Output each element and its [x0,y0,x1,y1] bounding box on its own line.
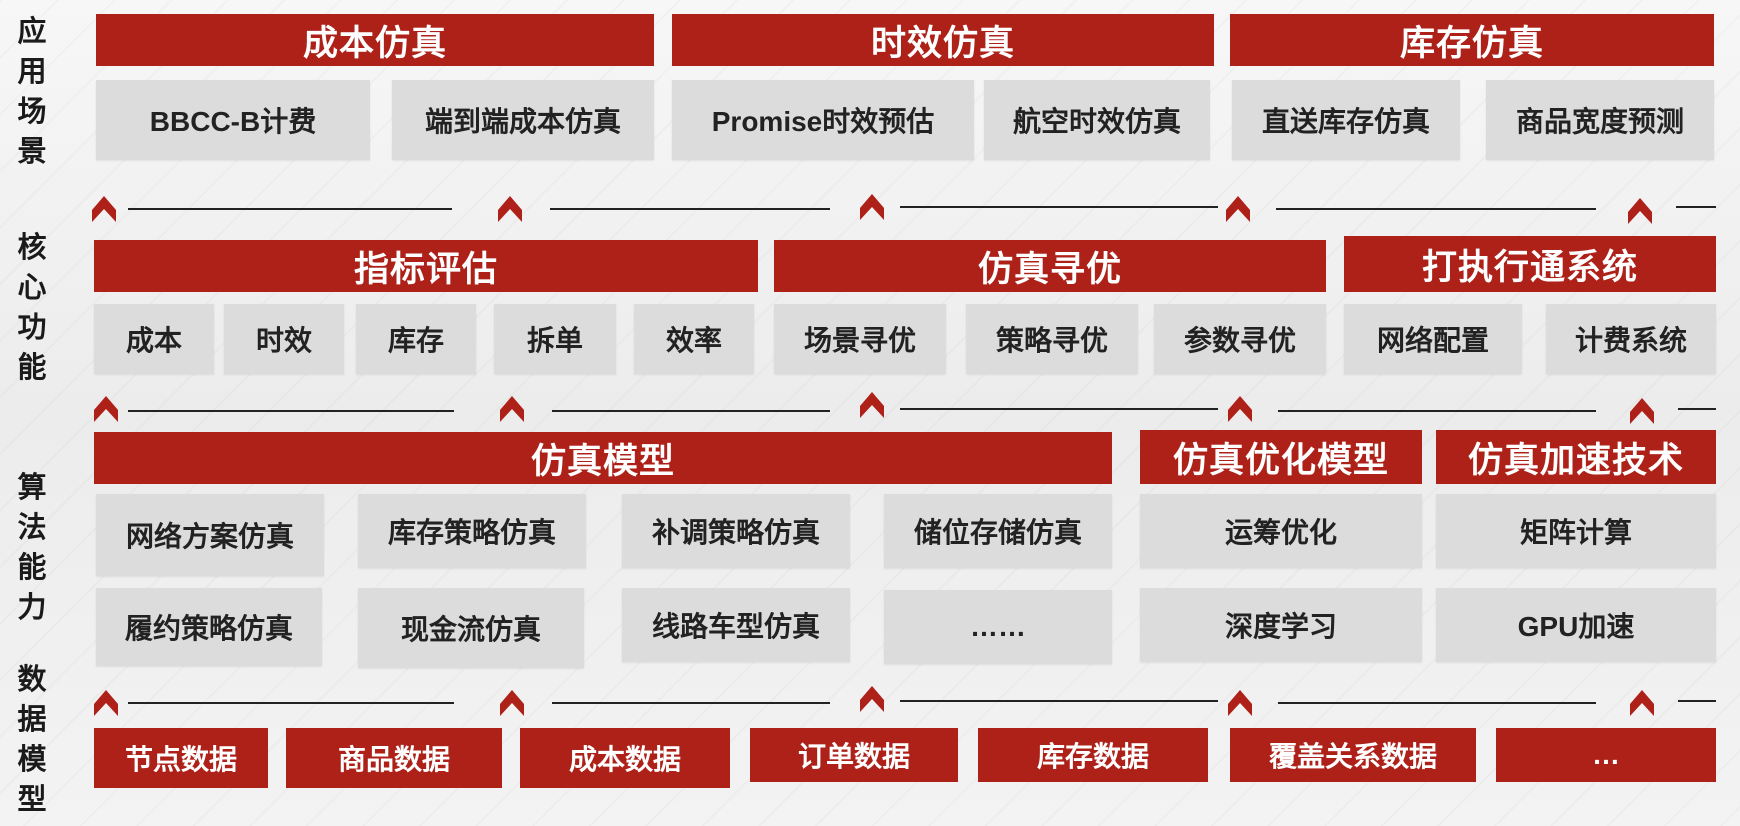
item-network-plan-sim: 网络方案仿真 [96,494,324,576]
header-simulation-optimization: 仿真寻优 [774,240,1326,292]
divider-line [1278,702,1596,704]
up-arrow-icon [860,686,884,712]
item-end-to-end-cost: 端到端成本仿真 [392,80,654,160]
item-timeliness: 时效 [224,304,344,374]
item-order-split: 拆单 [494,304,616,374]
header-acceleration-tech: 仿真加速技术 [1436,430,1716,484]
up-arrow-icon [1228,396,1252,422]
divider-line [550,208,830,210]
item-parameter-optimization: 参数寻优 [1154,304,1326,374]
layer-label-data-model: 数据模型 [17,664,47,816]
item-operations-research: 运筹优化 [1140,494,1422,568]
divider-line [900,700,1218,702]
up-arrow-icon [1630,690,1654,716]
up-arrow-icon [860,392,884,418]
divider-line [1678,700,1716,702]
item-more-ellipsis: …… [884,590,1112,664]
item-strategy-optimization: 策略寻优 [966,304,1138,374]
up-arrow-icon [1630,398,1654,424]
up-arrow-icon [500,396,524,422]
layer-label-algorithm: 算法能力 [17,472,47,624]
item-storage-sim: 储位存储仿真 [884,494,1112,568]
item-matrix-computing: 矩阵计算 [1436,494,1716,568]
header-timeliness-simulation: 时效仿真 [672,14,1214,66]
divider-line [1676,206,1716,208]
header-inventory-simulation: 库存仿真 [1230,14,1714,66]
item-direct-inventory: 直送库存仿真 [1232,80,1460,160]
item-cashflow-sim: 现金流仿真 [358,588,584,668]
up-arrow-icon [498,196,522,222]
divider-line [1678,408,1716,410]
item-billing-system: 计费系统 [1546,304,1716,374]
divider-line [128,702,454,704]
item-promise-estimate: Promise时效预估 [672,80,974,160]
item-cost: 成本 [94,304,214,374]
item-replenishment-sim: 补调策略仿真 [622,494,850,568]
header-integration-system: 打执行通系统 [1344,236,1716,292]
data-more-ellipsis: … [1496,728,1716,782]
layer-label-application: 应用场景 [17,16,47,168]
data-node: 节点数据 [94,728,268,788]
header-simulation-model: 仿真模型 [94,432,1112,484]
item-scenario-optimization: 场景寻优 [774,304,946,374]
divider-line [552,702,830,704]
up-arrow-icon [94,396,118,422]
divider-line [900,408,1218,410]
data-inventory: 库存数据 [978,728,1208,782]
divider-line [1278,410,1596,412]
item-fulfillment-sim: 履约策略仿真 [96,588,322,666]
data-order: 订单数据 [750,728,958,782]
divider-line [1276,208,1596,210]
up-arrow-icon [92,196,116,222]
layer-label-core-function: 核心功能 [17,232,47,384]
data-coverage: 覆盖关系数据 [1230,728,1476,782]
item-product-width: 商品宽度预测 [1486,80,1714,160]
data-cost: 成本数据 [520,728,730,788]
up-arrow-icon [1628,198,1652,224]
up-arrow-icon [1226,196,1250,222]
divider-line [128,208,452,210]
item-inventory: 库存 [356,304,476,374]
data-product: 商品数据 [286,728,502,788]
item-air-timeliness: 航空时效仿真 [984,80,1210,160]
item-deep-learning: 深度学习 [1140,588,1422,662]
divider-line [128,410,454,412]
header-cost-simulation: 成本仿真 [96,14,654,66]
item-efficiency: 效率 [634,304,754,374]
item-route-vehicle-sim: 线路车型仿真 [622,588,850,662]
header-metric-evaluation: 指标评估 [94,240,758,292]
up-arrow-icon [1228,690,1252,716]
divider-line [900,206,1218,208]
item-gpu-acceleration: GPU加速 [1436,588,1716,662]
divider-line [552,410,830,412]
up-arrow-icon [94,690,118,716]
item-network-config: 网络配置 [1344,304,1522,374]
up-arrow-icon [500,690,524,716]
header-optimization-model: 仿真优化模型 [1140,430,1422,484]
up-arrow-icon [860,194,884,220]
item-inventory-strategy-sim: 库存策略仿真 [358,494,586,568]
item-bbcc-billing: BBCC-B计费 [96,80,370,160]
